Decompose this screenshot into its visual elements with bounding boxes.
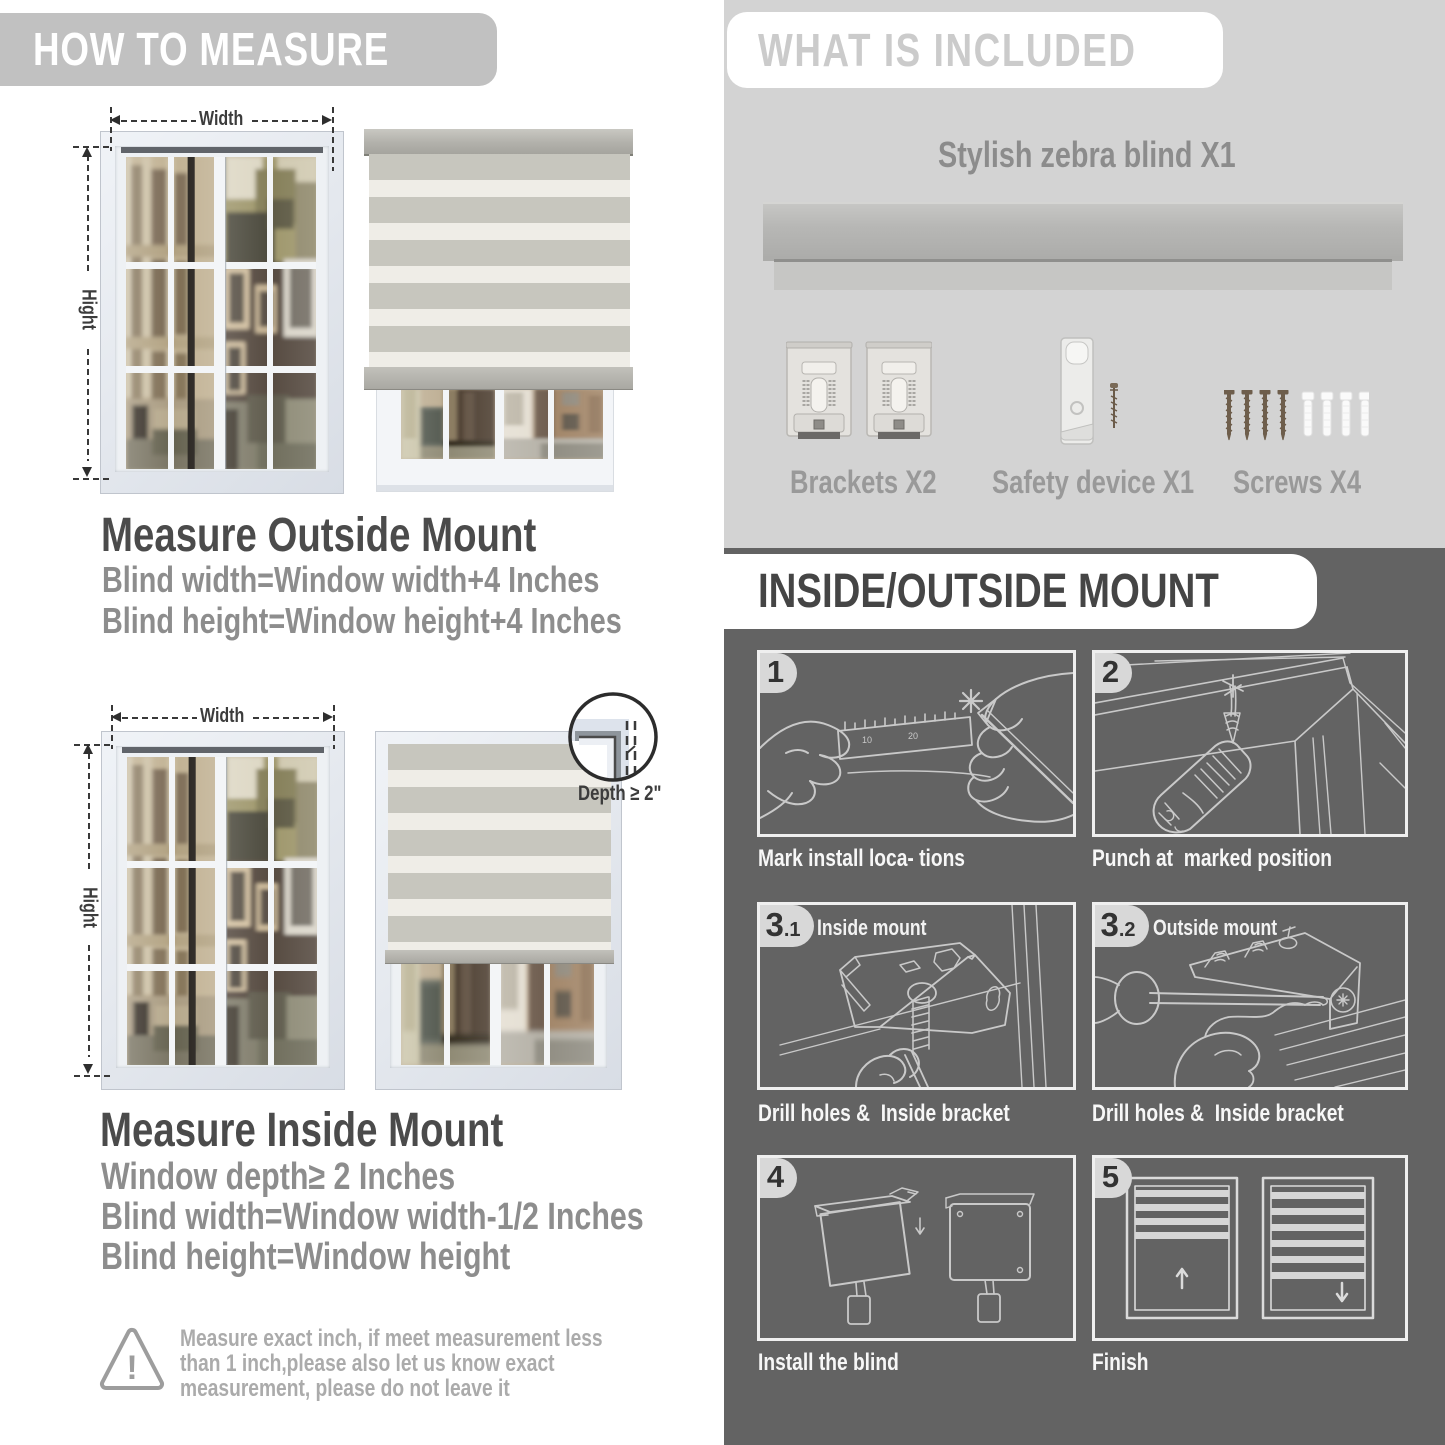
svg-text:!: ! bbox=[126, 1349, 137, 1387]
svg-text:10: 10 bbox=[862, 735, 872, 745]
svg-text:20: 20 bbox=[908, 731, 918, 741]
